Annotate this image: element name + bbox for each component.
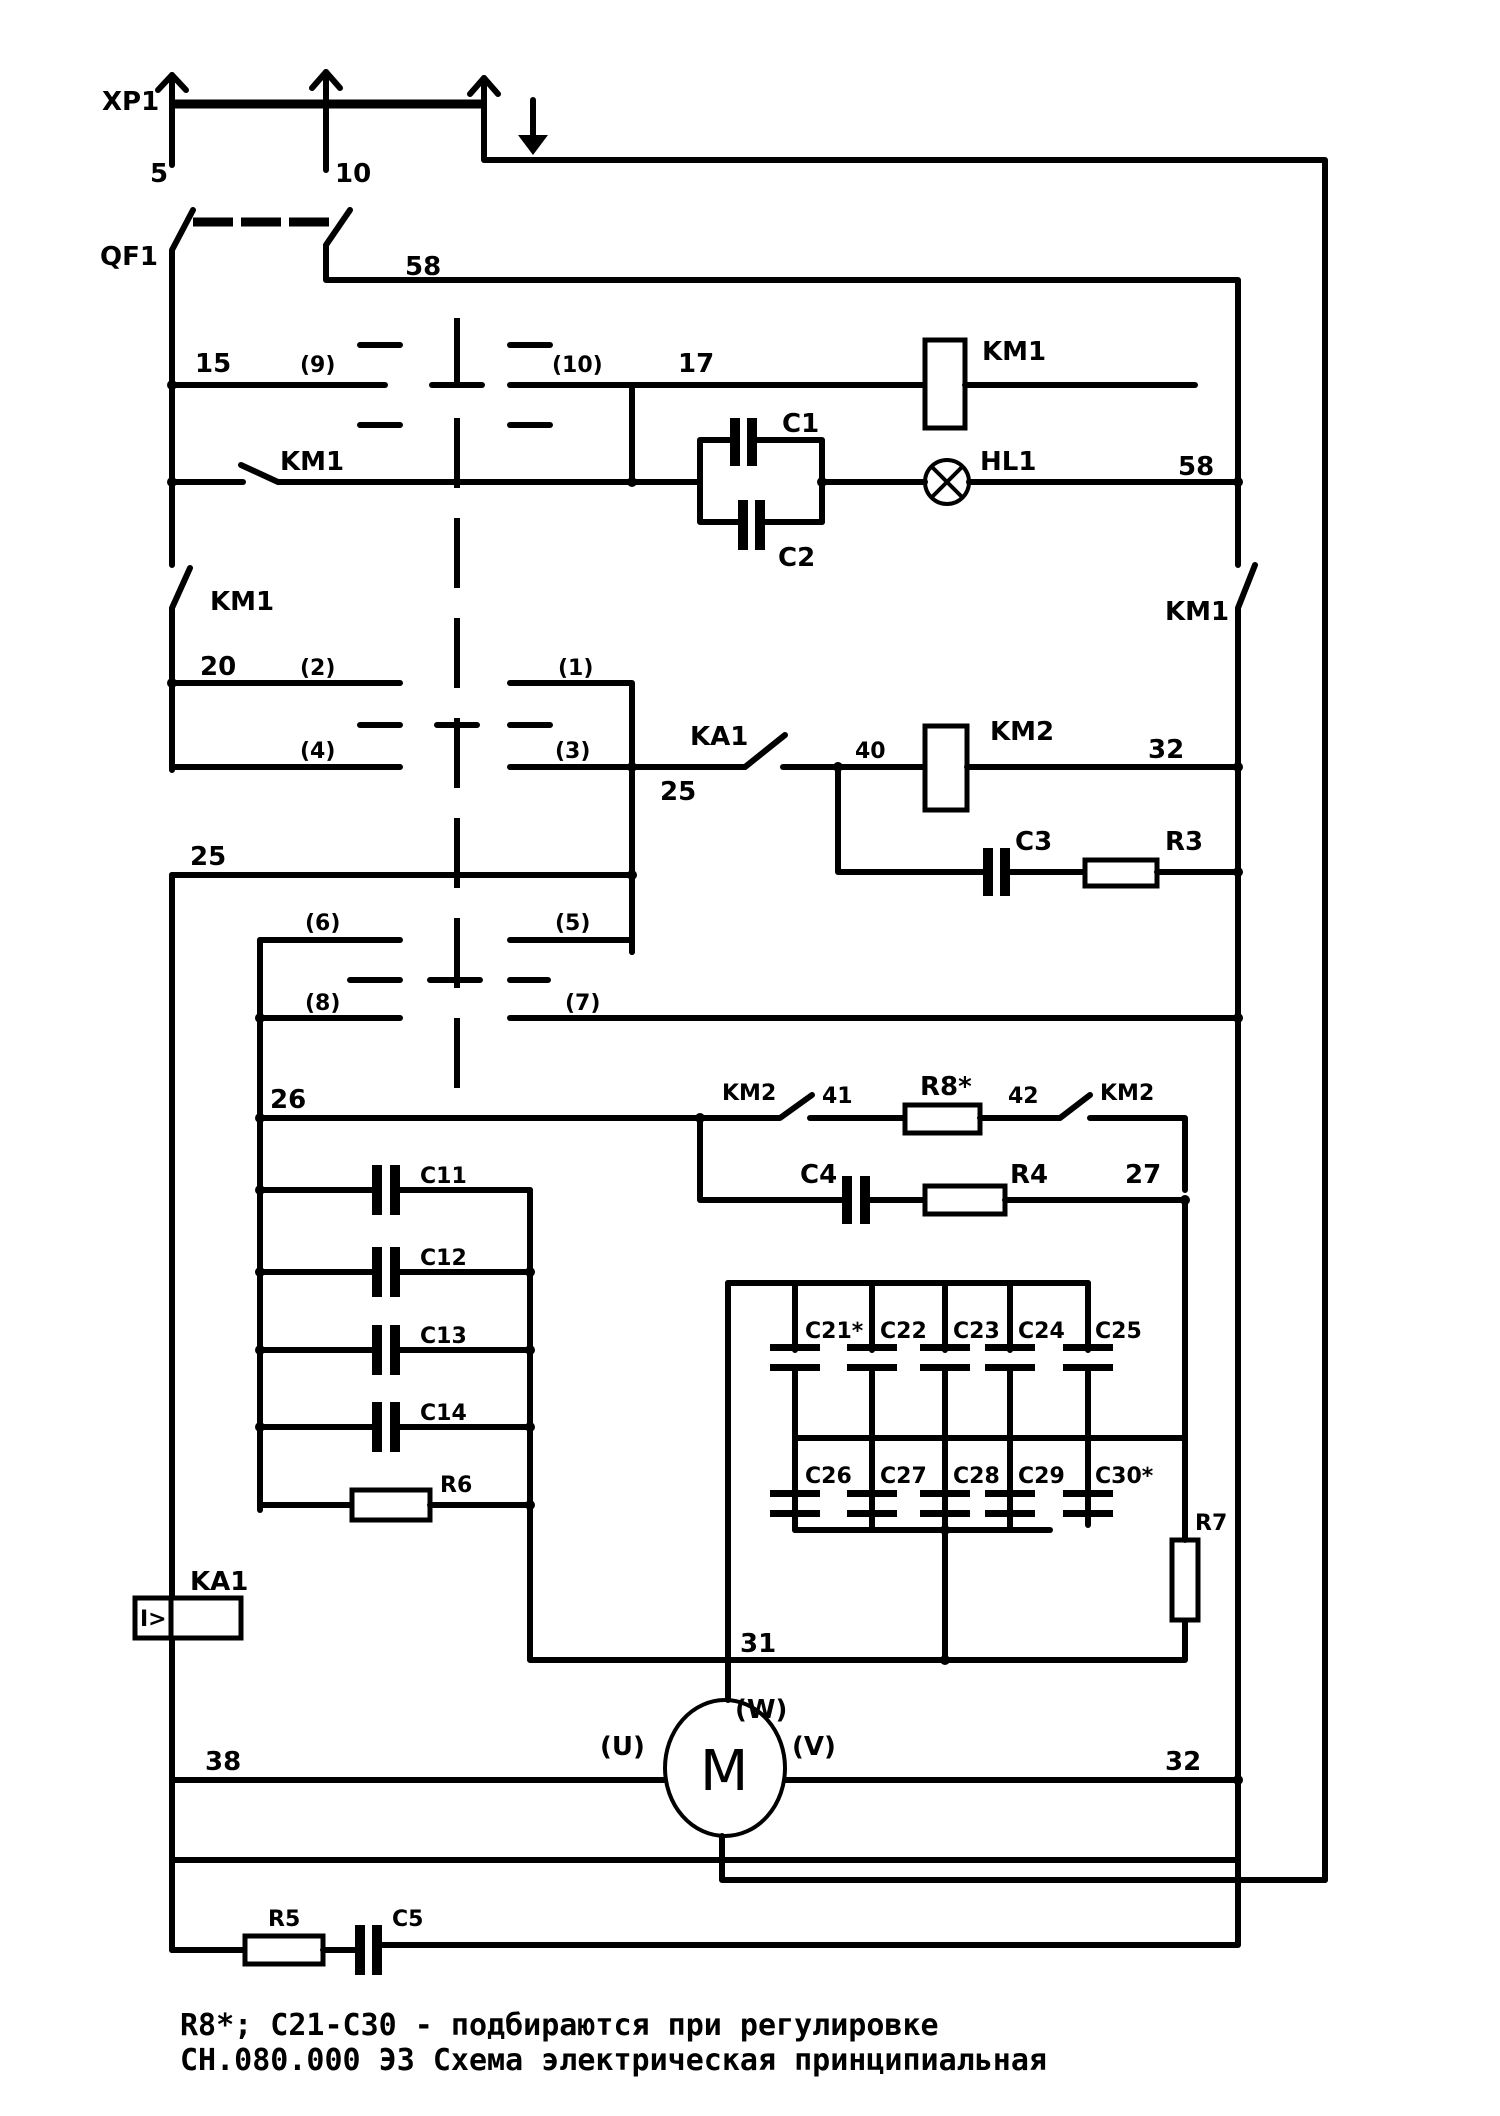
c5-plate-b [372,1925,382,1975]
resistor-r7 [1169,1537,1201,1623]
note-adjustment: R8*; C21-C30 - подбираются при регулиров… [180,2008,939,2043]
c23-label: C23 [953,1319,1000,1344]
contact-5: (5) [555,911,590,936]
r4-label: R4 [1010,1160,1048,1190]
capacitor-bank-c11-c14 [255,1165,1188,1663]
c24-label: C24 [1018,1319,1065,1344]
contact-3: (3) [555,739,590,764]
contact-8: (8) [305,991,340,1016]
c1-plate-a [730,418,740,466]
c5-plate-a [355,1925,365,1975]
net-27: 27 [1125,1160,1161,1190]
c12-label: C12 [420,1246,467,1271]
resistor-r3 [1082,857,1160,889]
c3-plate-a [983,848,993,896]
c11-label: C11 [420,1164,467,1189]
net-58-top: 58 [405,252,441,282]
ground-icon [518,97,548,155]
net-41: 41 [822,1084,853,1109]
contact-7: (7) [565,991,600,1016]
qf1-label: QF1 [100,242,158,272]
contact-1: (1) [558,656,593,681]
c2-plate-a [738,500,748,550]
relay-ka1 [132,1595,244,1641]
c25-label: C25 [1095,1319,1142,1344]
contact-6: (6) [305,911,340,936]
resistor-r5 [242,1933,326,1967]
ka1-relay-label: KA1 [190,1567,248,1597]
ka1-contact-label: KA1 [690,722,748,752]
resistor-r6 [349,1487,433,1523]
km1-coil [922,337,968,431]
c4-plate-a [842,1176,852,1224]
xp1-label: XP1 [102,87,159,117]
r7-label: R7 [1195,1511,1227,1536]
net-15: 15 [195,349,231,379]
c1-plate-b [747,418,757,466]
c27-label: C27 [880,1464,927,1489]
net-42: 42 [1008,1084,1039,1109]
resistor-r8 [902,1102,983,1136]
c1-label: C1 [782,409,819,439]
motor-w-label: (W) [735,1695,787,1725]
contact-10: (10) [552,353,603,378]
connector-xp1 [155,69,1328,1883]
c30-label: C30* [1095,1464,1154,1489]
net-26: 26 [270,1085,306,1115]
km2-contact-a-label: KM2 [722,1081,776,1106]
c2-plate-b [755,500,765,550]
c28-label: C28 [953,1464,1000,1489]
net-20: 20 [200,652,236,682]
c2-label: C2 [778,543,815,573]
r8-label: R8* [920,1072,972,1102]
hl1-label: HL1 [980,447,1036,477]
net-25-left: 25 [190,842,226,872]
note-title: СН.080.000 ЭЗ Схема электрическая принци… [180,2043,1047,2078]
capacitor-plates [770,1344,1113,1517]
km1-contact-c-label: KM1 [1165,597,1229,627]
motor-u-label: (U) [600,1732,645,1762]
r6-label: R6 [440,1473,472,1498]
c13-label: C13 [420,1324,467,1349]
r5-label: R5 [268,1907,300,1932]
lamp-hl1 [923,458,971,506]
c21-label: C21* [805,1319,864,1344]
net-31: 31 [740,1629,776,1659]
resistor-r4 [922,1183,1008,1217]
c14-label: C14 [420,1401,467,1426]
km1-contact-a-label: KM1 [280,447,344,477]
c3-plate-b [1000,848,1010,896]
km1-coil-label: KM1 [982,337,1046,367]
c22-label: C22 [880,1319,927,1344]
km2-coil [922,723,970,813]
c3-label: C3 [1015,827,1052,857]
c29-label: C29 [1018,1464,1065,1489]
net-5: 5 [150,159,168,189]
capacitor-matrix-c21-c30 [725,1280,1201,1665]
ka1-symbol: I> [140,1607,167,1632]
net-25-right: 25 [660,777,696,807]
c4-plate-b [860,1176,870,1224]
net-10: 10 [335,159,371,189]
breaker-qf1 [169,207,1241,568]
net-40: 40 [855,739,886,764]
contact-9: (9) [300,353,335,378]
contact-4: (4) [300,739,335,764]
r3-label: R3 [1165,827,1203,857]
contact-2: (2) [300,656,335,681]
km2-contact-b-label: KM2 [1100,1081,1154,1106]
net-58-right: 58 [1178,452,1214,482]
km2-coil-label: KM2 [990,717,1054,747]
motor-v-label: (V) [792,1732,836,1762]
motor-label: M [700,1739,748,1804]
net-32-lower: 32 [1165,1747,1201,1777]
c26-label: C26 [805,1464,852,1489]
net-32-upper: 32 [1148,735,1184,765]
net-17: 17 [678,349,714,379]
c5-label: C5 [392,1907,423,1932]
km1-contact-b-label: KM1 [210,587,274,617]
c4-label: C4 [800,1160,837,1190]
net-38: 38 [205,1747,241,1777]
